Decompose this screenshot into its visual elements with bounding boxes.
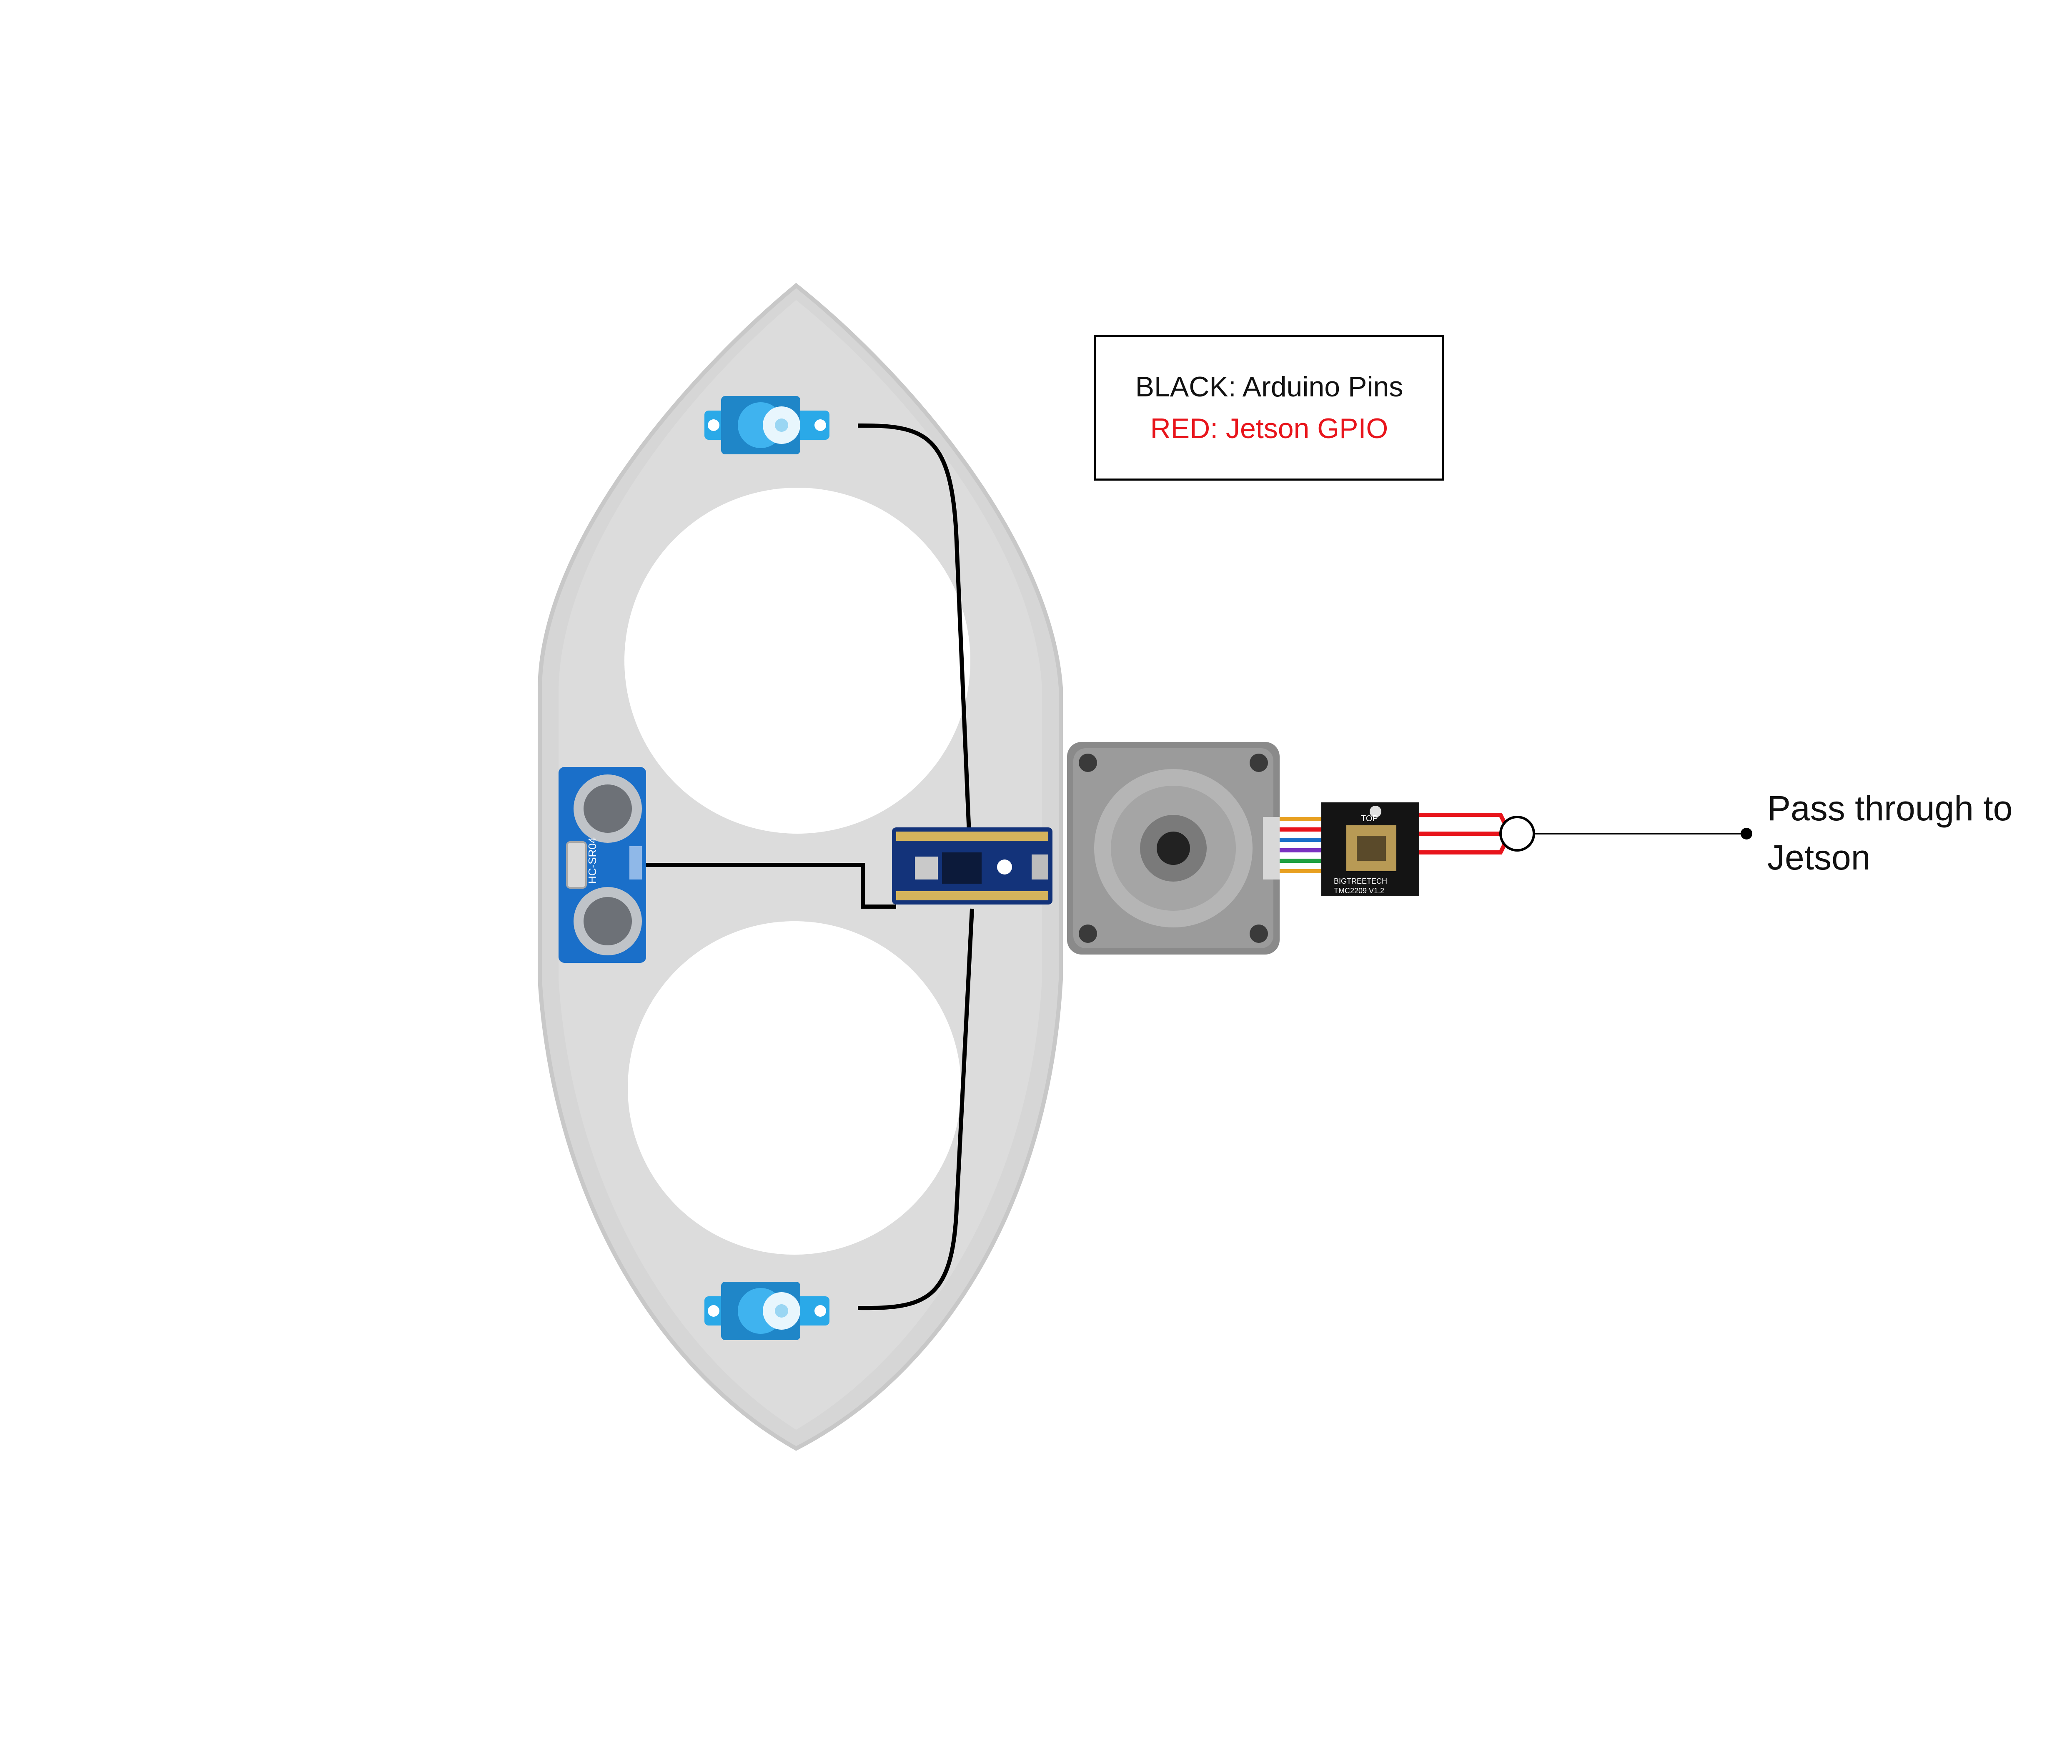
pass-through-connector [1499,816,1752,852]
legend-arduino-text: BLACK: Arduino Pins [1135,371,1403,403]
pass-through-line2: Jetson [1767,838,1871,877]
stepper-motor [1067,742,1280,955]
arduino-wires [642,423,974,1310]
junction-circle [1499,816,1535,852]
legend-jetson-text: RED: Jetson GPIO [1150,413,1388,444]
endpoint-dot [1741,828,1752,839]
driver-top-label: TOP [1361,814,1378,823]
pass-through-line1: Pass through to [1767,789,2013,828]
motor-ribbon [1280,817,1321,873]
ultrasonic-sensor: HC-SR04 [559,767,646,963]
driver-brand: BIGTREETECH [1334,877,1387,885]
arduino-nano [892,827,1052,905]
upper-hole [624,488,970,834]
jetson-wires [1419,813,1511,854]
servo-top [704,396,829,454]
legend-box: BLACK: Arduino Pins RED: Jetson GPIO [1094,335,1444,481]
pass-through-label: Pass through to Jetson [1767,784,2059,882]
frame-plate [538,283,1063,1451]
stepper-driver: TOP BIGTREETECH TMC2209 V1.2 [1321,802,1419,896]
lower-hole [628,921,961,1255]
ultrasonic-label: HC-SR04 [586,837,599,884]
driver-model: TMC2209 V1.2 [1334,887,1384,895]
servo-bottom [704,1282,829,1340]
